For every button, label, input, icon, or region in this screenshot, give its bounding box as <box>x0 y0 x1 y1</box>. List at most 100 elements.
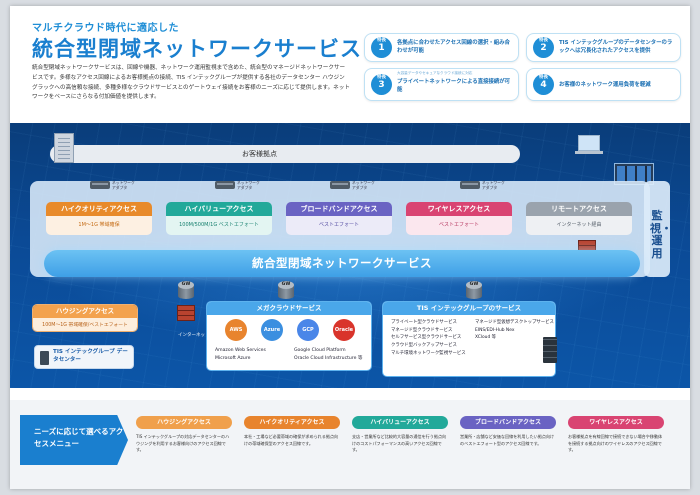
customer-site-label: お客様拠点 <box>242 150 277 158</box>
mega-cloud-list: Amazon Web Services Microsoft Azure Goog… <box>215 347 367 362</box>
menu-item-wireless: ワイヤレスアクセス お客様拠点を有線回線で接続できない場合や移動体を接続する拠点… <box>568 416 664 480</box>
service-high-value: ハイバリューアクセス 100M/500M/1G ベストエフォート <box>166 202 272 235</box>
menu-item-high-value: ハイバリューアクセス 支店・営業所など比較的大容量の通信を行う拠点向けのコストパ… <box>352 416 448 480</box>
tis-services-list-right: マネージド型仮想デスクトップサービス EINS/EDI-Hub Nex XClo… <box>475 319 554 342</box>
menu-item-name: ハイクオリティアクセス <box>244 416 340 429</box>
adapter-label: ネットワーク アダプタ <box>237 180 260 190</box>
adapter-label: ネットワーク アダプタ <box>482 180 505 190</box>
customer-site-bar <box>50 145 520 163</box>
service-broadband: ブロードバンドアクセス ベストエフォート <box>286 202 392 235</box>
oracle-logo-icon: Oracle <box>333 319 355 341</box>
service-detail: ベストエフォート <box>406 216 512 235</box>
integrated-network-band: 統合型閉域ネットワークサービス <box>44 250 640 277</box>
list-item: Google Cloud Platform <box>294 348 346 353</box>
monitoring-panel <box>644 181 670 277</box>
feature-text-1: 各拠点に合わせたアクセス回線の選択・組み合わせが可能 <box>397 40 510 55</box>
gcp-logo-icon: GCP <box>297 319 319 341</box>
menu-item-name: ブロードバンドアクセス <box>460 416 556 429</box>
mega-cloud-title: メガクラウドサービス <box>207 302 371 315</box>
header-description: 統合型閉域ネットワークサービスは、回線や機器、ネットワーク運用監視まで含めた、統… <box>32 65 350 101</box>
menu-item-name: ワイヤレスアクセス <box>568 416 664 429</box>
menu-item-text: 本社・工場など必要帯域の確保が求められる拠点向けの帯域確保型のアクセス回線です。 <box>244 434 339 446</box>
menu-item-name: ハイバリューアクセス <box>352 416 448 429</box>
service-wireless: ワイヤレスアクセス ベストエフォート <box>406 202 512 235</box>
adapter-label: ネットワーク アダプタ <box>112 180 135 190</box>
list-item: プライベート型クラウドサービス <box>391 320 457 325</box>
feature-subtext-3: 大容量データやセキュアなクラウド接続に対応 <box>397 71 473 75</box>
menu-item-high-quality: ハイクオリティアクセス 本社・工場など必要帯域の確保が求められる拠点向けの帯域確… <box>244 416 340 480</box>
service-name: ワイヤレスアクセス <box>406 202 512 216</box>
feature-text-2: TIS インテックグループのデータセンターのラックへは冗長化されたアクセスを提供 <box>559 40 673 55</box>
router-icon <box>330 181 350 189</box>
service-name: ハイクオリティアクセス <box>46 202 152 216</box>
list-item: Amazon Web Services <box>215 348 266 353</box>
brochure-page: マルチクラウド時代に適応した 統合型閉域ネットワークサービス 統合型閉域ネットワ… <box>10 6 690 489</box>
list-item: マネージド型仮想デスクトップサービス <box>475 320 554 325</box>
page-title: 統合型閉域ネットワークサービス <box>32 37 362 61</box>
firewall-icon <box>177 305 195 321</box>
menu-item-name: ハウジングアクセス <box>136 416 232 429</box>
list-item: XCloud 等 <box>475 335 497 341</box>
housing-access-name: ハウジングアクセス <box>33 305 137 318</box>
gateway-icon: GW <box>178 281 194 299</box>
menu-item-text: 支店・営業所など比較的大容量の通信を行う拠点向けのコストパフォーマンスの高いアク… <box>352 434 447 453</box>
gateway-icon: GW <box>466 281 482 299</box>
housing-access-detail: 100M〜1G 帯域確保/ベストエフォート <box>33 318 137 331</box>
service-name: ブロードバンドアクセス <box>286 202 392 216</box>
feature-text-3: プライベートネットワークによる直接接続が可能 <box>397 79 511 94</box>
list-item: セルフサービス型クラウドサービス <box>391 335 462 341</box>
menu-item-housing: ハウジングアクセス TIS インテックグループの対応データセンターのハウジングを… <box>136 416 232 480</box>
list-item: マネージド型クラウドサービス <box>391 327 453 333</box>
menu-item-text: 営業所・店舗など安価な回線を利用したい拠点向けのベストエフォート型のアクセス回線… <box>460 434 555 446</box>
feature-text-4: お客様のネットワーク運用負荷を軽減 <box>559 82 651 88</box>
service-detail: ベストエフォート <box>286 216 392 235</box>
list-item: マルチ環境ネットワーク監視サービス <box>391 350 466 356</box>
service-detail: 1M〜1G 帯域確保 <box>46 216 152 235</box>
tis-services-box: TIS インテックグループのサービス プライベート型クラウドサービス マネージド… <box>382 301 556 377</box>
mega-cloud-box: メガクラウドサービス AWS Azure GCP Oracle Amazon W… <box>206 301 372 371</box>
list-item: クラウド型バックアップサービス <box>391 343 457 349</box>
router-icon <box>460 181 480 189</box>
service-remote: リモートアクセス インターネット経由 <box>526 202 632 235</box>
list-item: Microsoft Azure <box>215 355 251 361</box>
datacenter-label: TIS インテックグループ データセンター <box>53 349 128 363</box>
header-kicker: マルチクラウド時代に適応した <box>32 23 179 34</box>
network-diagram: お客様拠点 監視・運用 ネットワーク アダプタ ネットワーク アダプタ ネットワ… <box>10 123 690 388</box>
adapter-label: ネットワーク アダプタ <box>352 180 375 190</box>
list-item: Oracle Cloud Infrastructure 等 <box>294 355 363 361</box>
monitoring-label: 監視・運用 <box>650 209 672 260</box>
tis-services-list-left: プライベート型クラウドサービス マネージド型クラウドサービス セルフサービス型ク… <box>391 319 466 358</box>
cloud-logos: AWS Azure GCP Oracle <box>225 319 355 341</box>
service-detail: インターネット経由 <box>526 216 632 235</box>
tis-services-title: TIS インテックグループのサービス <box>383 302 555 315</box>
internet-connection-label: インターネット接続 <box>178 333 219 338</box>
azure-logo-icon: Azure <box>261 319 283 341</box>
menu-item-text: TIS インテックグループの対応データセンターのハウジングを利用するお客様向けの… <box>136 434 230 453</box>
router-icon <box>215 181 235 189</box>
list-item: EINS/EDI-Hub Nex <box>475 327 515 333</box>
service-name: リモートアクセス <box>526 202 632 216</box>
building-icon <box>54 133 74 163</box>
aws-logo-icon: AWS <box>225 319 247 341</box>
datacenter-box: TIS インテックグループ データセンター <box>34 345 134 369</box>
server-rack-icon <box>40 351 49 365</box>
menu-item-text: お客様拠点を有線回線で接続できない場合や移動体を接続する拠点向けのワイヤレスのア… <box>568 434 663 453</box>
laptop-icon <box>575 135 603 154</box>
server-icon <box>543 337 557 363</box>
service-high-quality: ハイクオリティアクセス 1M〜1G 帯域確保 <box>46 202 152 235</box>
service-name: ハイバリューアクセス <box>166 202 272 216</box>
gateway-icon: GW <box>278 281 294 299</box>
menu-item-broadband: ブロードバンドアクセス 営業所・店舗など安価な回線を利用したい拠点向けのベストエ… <box>460 416 556 480</box>
access-menu-title: ニーズに応じて選べるアクセスメニュー <box>20 415 128 465</box>
housing-access-box: ハウジングアクセス 100M〜1G 帯域確保/ベストエフォート <box>32 304 138 332</box>
service-detail: 100M/500M/1G ベストエフォート <box>166 216 272 235</box>
router-icon <box>90 181 110 189</box>
